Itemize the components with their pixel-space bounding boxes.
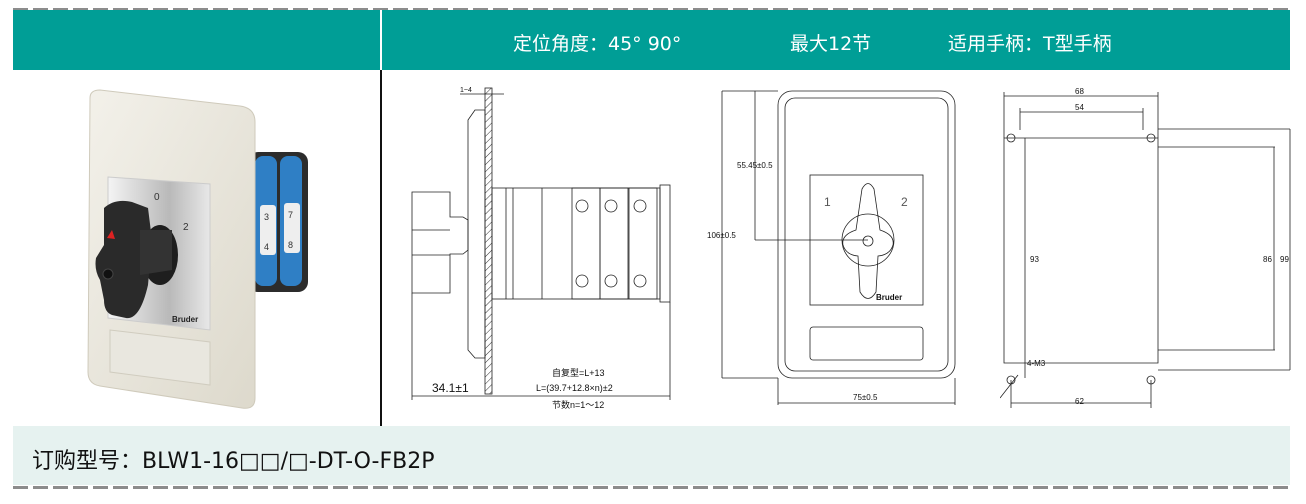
order-code: 订购型号：BLW1-16□□/□-DT-O-FB2P <box>32 449 435 474</box>
dial-label-2: 2 <box>183 222 189 233</box>
hole-vertical-dim: 86 <box>1263 255 1272 264</box>
handle-depth-dim: 34.1±1 <box>432 381 469 395</box>
positioning-angle: 定位角度：45° 90° <box>513 33 682 55</box>
label-window <box>809 326 924 361</box>
top-dashed-border <box>13 8 1293 11</box>
outer-width-dim: 68 <box>1075 87 1084 96</box>
t-handle <box>95 200 178 319</box>
section-divider <box>380 70 382 426</box>
bottom-dashed-border <box>13 486 1293 489</box>
left-height-dim: 93 <box>1030 255 1039 264</box>
product-photo: 3 4 7 8 0 2 Bruder <box>87 89 308 409</box>
length-formula: L=(39.7+12.8×n)±2 <box>536 383 613 393</box>
holes-spec: 4-M3 <box>1027 359 1046 368</box>
front-view-drawing: 55.45±0.5 106±0.5 75±0.5 1 2 Bruder <box>707 90 956 405</box>
dial-brand: Bruder <box>172 315 198 324</box>
position-arrow-icon <box>107 230 115 239</box>
handle-outline <box>411 191 469 294</box>
switch-body-blue: 3 4 7 8 <box>248 152 308 292</box>
face-plate-outline <box>467 109 486 359</box>
height-dim: 106±0.5 <box>707 231 736 240</box>
max-sections: 最大12节 <box>790 33 872 55</box>
label-window <box>109 329 211 386</box>
section-count-note: 节数n=1～12 <box>552 399 604 410</box>
panel-thickness-dim: 1~4 <box>460 87 472 94</box>
terminal-7: 7 <box>288 210 293 220</box>
terminal-4: 4 <box>264 242 269 252</box>
width-dim: 75±0.5 <box>853 393 878 402</box>
position-1-label: 1 <box>824 195 831 209</box>
side-view-drawing: 1~4 34.1±1 自复型=L+13 L=(39.7+12.8×n)±2 节数… <box>411 87 671 410</box>
position-2-label: 2 <box>901 195 908 209</box>
order-code-bar: 订购型号：BLW1-16□□/□-DT-O-FB2P <box>13 426 1290 485</box>
terminal-3: 3 <box>264 212 269 222</box>
self-return-note: 自复型=L+13 <box>552 367 605 378</box>
front-brand: Bruder <box>876 293 902 302</box>
terminal-blocks <box>571 187 658 300</box>
front-outer <box>777 90 956 379</box>
handle-type: 适用手柄：T型手柄 <box>948 33 1112 55</box>
terminal-8: 8 <box>288 240 293 250</box>
panel-section <box>484 87 493 395</box>
center-screw-icon <box>862 235 874 247</box>
hole-spacing-top-dim: 54 <box>1075 103 1084 112</box>
center-height-dim: 55.45±0.5 <box>737 161 773 170</box>
t-handle-outline <box>842 183 894 299</box>
outer-height-dim: 99 <box>1280 255 1289 264</box>
spec-header: 定位角度：45° 90° 最大12节 适用手柄：T型手柄 <box>13 10 1290 70</box>
mounting-drawing: 68 54 62 93 86 99 4-M3 <box>1000 87 1291 408</box>
hole-spacing-bottom-dim: 62 <box>1075 397 1084 406</box>
mounting-outline <box>1003 137 1159 364</box>
header-divider <box>380 10 382 70</box>
dial-label-0: 0 <box>154 192 160 203</box>
